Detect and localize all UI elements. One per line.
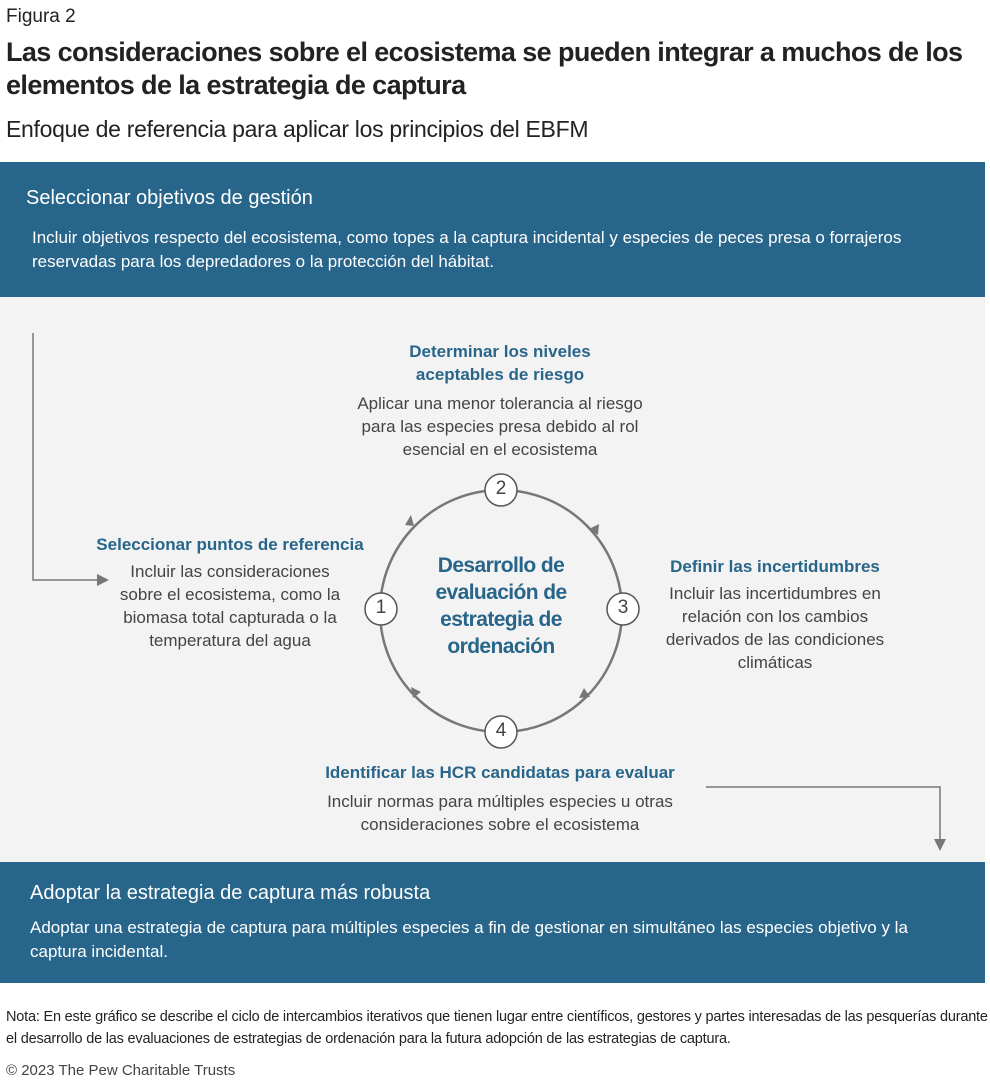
bottom-box-heading: Adoptar la estrategia de captura más rob… — [30, 882, 431, 904]
step-1-badge — [364, 592, 398, 626]
step-1-text: Incluir las consideraciones sobre el eco… — [119, 562, 341, 650]
step-4-heading: Identificar las HCR candidatas para eval… — [325, 763, 675, 782]
step-1-number: 1 — [375, 597, 387, 618]
step-1: Seleccionar puntos de referencia Incluir… — [85, 533, 375, 652]
step-3-heading: Definir las incertidumbres — [670, 557, 880, 576]
cycle-arrow-icon — [411, 687, 421, 698]
bottom-box-text: Adoptar una estrategia de captura para m… — [30, 918, 908, 961]
cycle-panel — [0, 297, 985, 863]
cycle-arrow-icon — [589, 524, 599, 535]
step-3-text: Incluir las incertidumbres en relación c… — [665, 584, 885, 672]
footnote: Nota: En este gráfico se describe el cic… — [6, 1009, 988, 1047]
step-2-number: 2 — [495, 478, 507, 499]
top-box-heading: Seleccionar objetivos de gestión — [26, 187, 313, 209]
step-3-badge — [606, 592, 640, 626]
flow-arrow-left — [32, 333, 109, 586]
cycle-center-label: Desarrollo de evaluación de estrategia d… — [435, 554, 567, 658]
figure-subtitle: Enfoque de referencia para aplicar los p… — [6, 116, 589, 142]
step-4-text: Incluir normas para múltiples especies u… — [327, 792, 673, 834]
step-2: Determinar los niveles aceptables de rie… — [330, 340, 670, 461]
cycle-arrow-icon — [405, 515, 414, 526]
step-1-heading: Seleccionar puntos de referencia — [96, 535, 364, 554]
step-4-number: 4 — [495, 720, 507, 741]
step-3: Definir las incertidumbres Incluir las i… — [640, 555, 910, 674]
step-4: Identificar las HCR candidatas para eval… — [290, 761, 710, 836]
step-3-number: 3 — [617, 597, 629, 618]
figure-label: Figura 2 — [6, 6, 76, 27]
step-4-badge — [484, 715, 518, 749]
step-2-text: Aplicar una menor tolerancia al riesgo p… — [357, 394, 643, 459]
flow-arrow-right — [706, 786, 946, 851]
step-2-heading: Determinar los niveles aceptables de rie… — [409, 342, 591, 384]
bottom-box: Adoptar la estrategia de captura más rob… — [0, 862, 985, 983]
top-box-text: Incluir objetivos respecto del ecosistem… — [32, 228, 902, 271]
step-2-badge — [484, 473, 518, 507]
top-box: Seleccionar objetivos de gestión Incluir… — [0, 162, 985, 297]
figure-title: Las consideraciones sobre el ecosistema … — [6, 37, 963, 100]
cycle-arrow-icon — [579, 688, 590, 698]
copyright: © 2023 The Pew Charitable Trusts — [6, 1062, 236, 1079]
